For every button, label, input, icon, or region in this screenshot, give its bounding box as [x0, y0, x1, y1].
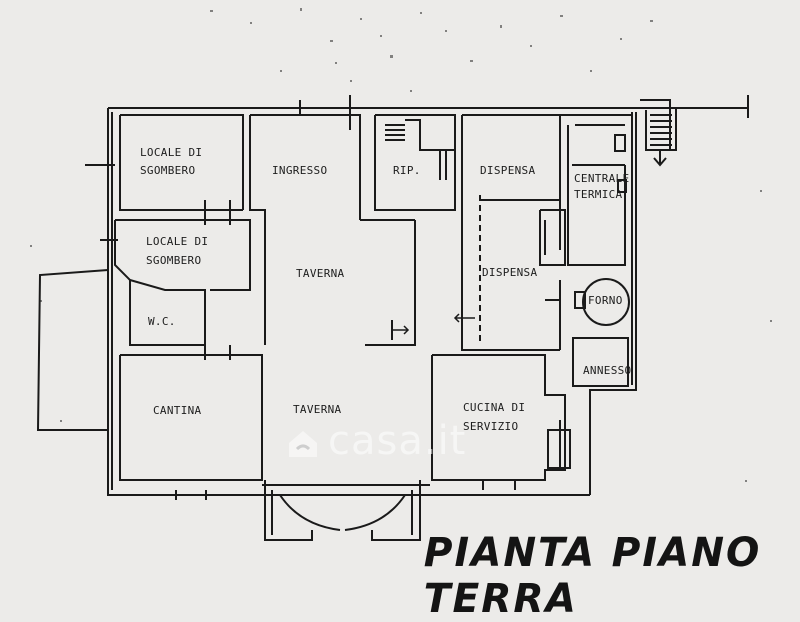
room-label-taverna-2: TAVERNA [293, 403, 342, 416]
direction-arrows [392, 313, 475, 335]
watermark-house-icon [289, 431, 317, 457]
plan-title: PIANTA PIANO TERRA [423, 530, 762, 622]
room-label-wc: W.C. [148, 315, 176, 328]
room-label-locale-1a: LOCALE DI [140, 146, 202, 159]
room-label-cucina-a: CUCINA DI [463, 401, 525, 414]
room-label-centrale-a: CENTRALE [574, 172, 629, 185]
room-label-cucina-b: SERVIZIO [463, 420, 518, 433]
room-label-rip: RIP. [393, 164, 421, 177]
room-label-cantina: CANTINA [153, 404, 202, 417]
room-label-dispensa-2: DISPENSA [482, 266, 537, 279]
room-label-locale-2b: SGOMBERO [146, 254, 201, 267]
room-label-locale-1b: SGOMBERO [140, 164, 195, 177]
watermark-text: casa.it [328, 418, 467, 464]
room-label-centrale-b: TERMICA [574, 188, 623, 201]
room-label-taverna-1: TAVERNA [296, 267, 345, 280]
scan-noise [30, 8, 772, 482]
room-labels: LOCALE DI SGOMBERO INGRESSO RIP. DISPENS… [140, 146, 631, 433]
room-label-dispensa-1: DISPENSA [480, 164, 535, 177]
floor-plan: LOCALE DI SGOMBERO INGRESSO RIP. DISPENS… [30, 8, 772, 541]
room-label-forno: FORNO [588, 294, 623, 307]
room-label-locale-2a: LOCALE DI [146, 235, 208, 248]
room-label-annesso: ANNESSO [583, 364, 631, 377]
room-label-ingresso: INGRESSO [272, 164, 327, 177]
walls [36, 95, 749, 541]
